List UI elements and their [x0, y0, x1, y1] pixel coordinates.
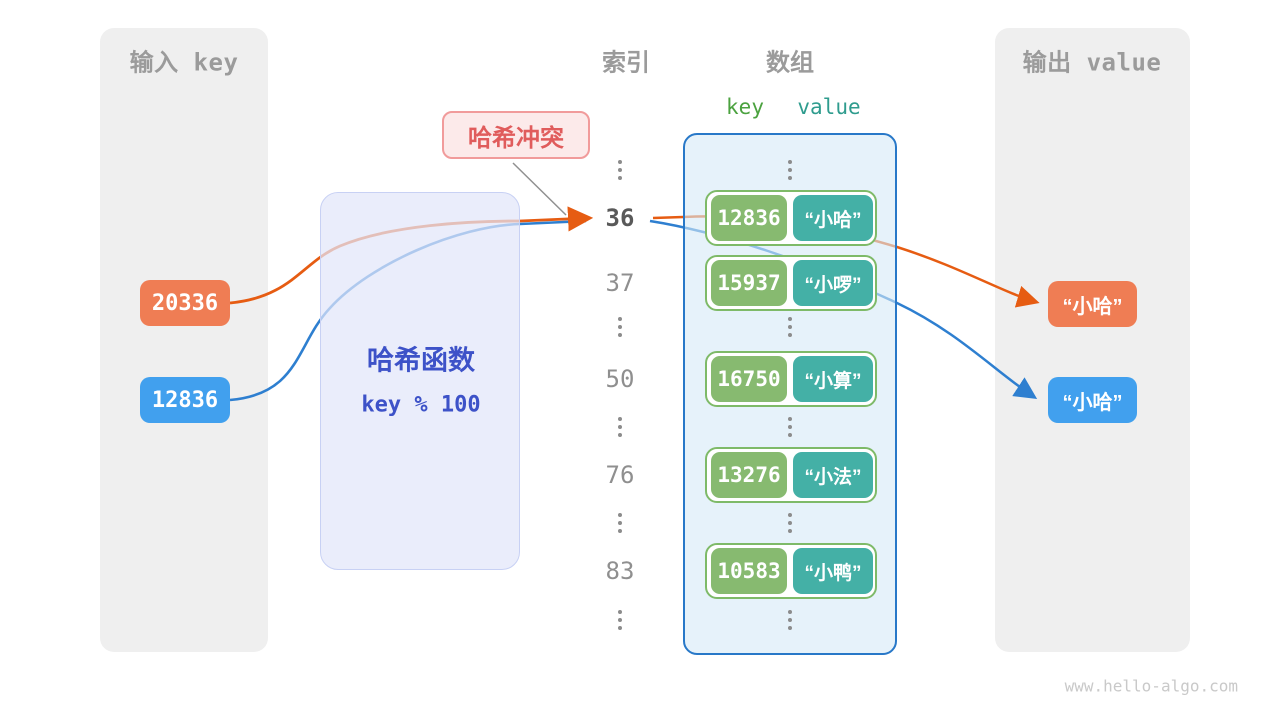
pair-value-box: “小鸭” [793, 548, 873, 594]
array-pair-10583: 10583“小鸭” [705, 543, 877, 599]
index-label-36: 36 [605, 204, 635, 232]
ellipsis-dots [618, 417, 622, 437]
dot [618, 529, 622, 533]
dot [788, 433, 792, 437]
ellipsis-dots [788, 317, 792, 337]
dot [788, 626, 792, 630]
ellipsis-dots [788, 610, 792, 630]
input-key-20336: 20336 [140, 280, 230, 326]
array-column-title: 数组 [766, 49, 814, 77]
dot [788, 160, 792, 164]
pair-key-box: 15937 [711, 260, 787, 306]
watermark: www.hello-algo.com [1064, 676, 1238, 696]
dot [788, 513, 792, 517]
dot [618, 160, 622, 164]
dot [788, 425, 792, 429]
collision-pointer-line [512, 162, 567, 216]
dot [618, 417, 622, 421]
ellipsis-dots [618, 610, 622, 630]
dot [788, 176, 792, 180]
dot [788, 529, 792, 533]
ellipsis-dots [788, 160, 792, 180]
dot [618, 425, 622, 429]
dot [618, 610, 622, 614]
key-header-label: key [726, 95, 764, 119]
index-label-50: 50 [605, 365, 635, 393]
dot [618, 333, 622, 337]
dot [788, 521, 792, 525]
value-header-label: value [797, 95, 861, 119]
hash-collision-callout: 哈希冲突 [442, 111, 590, 159]
pair-value-box: “小哈” [793, 195, 873, 241]
array-pair-15937: 15937“小啰” [705, 255, 877, 311]
index-label-76: 76 [605, 461, 635, 489]
array-pair-12836: 12836“小哈” [705, 190, 877, 246]
dot [788, 325, 792, 329]
input-panel-title: 输入 key [129, 48, 239, 77]
dot [618, 433, 622, 437]
dot [788, 168, 792, 172]
hash-function-title: 哈希函数 [367, 345, 475, 376]
input-panel [100, 28, 268, 652]
pair-key-box: 13276 [711, 452, 787, 498]
pair-key-box: 12836 [711, 195, 787, 241]
dot [618, 513, 622, 517]
array-pair-13276: 13276“小法” [705, 447, 877, 503]
ellipsis-dots [788, 417, 792, 437]
pair-value-box: “小法” [793, 452, 873, 498]
dot [788, 610, 792, 614]
pair-value-box: “小算” [793, 356, 873, 402]
dot [618, 626, 622, 630]
dot [618, 521, 622, 525]
pair-key-box: 16750 [711, 356, 787, 402]
index-column-title: 索引 [602, 49, 650, 77]
hash-function-formula: key % 100 [361, 392, 481, 418]
dot [788, 333, 792, 337]
ellipsis-dots [618, 513, 622, 533]
output-value-blue: “小哈” [1048, 377, 1137, 423]
array-pair-16750: 16750“小算” [705, 351, 877, 407]
hash-function-box: 哈希函数 key % 100 [320, 192, 520, 570]
dot [788, 317, 792, 321]
output-panel-title: 输出 value [1022, 48, 1162, 77]
dot [788, 618, 792, 622]
index-label-83: 83 [605, 557, 635, 585]
dot [618, 618, 622, 622]
dot [618, 168, 622, 172]
pair-key-box: 10583 [711, 548, 787, 594]
pair-value-box: “小啰” [793, 260, 873, 306]
input-key-12836: 12836 [140, 377, 230, 423]
index-label-37: 37 [605, 269, 635, 297]
dot [618, 176, 622, 180]
dot [618, 325, 622, 329]
ellipsis-dots [618, 160, 622, 180]
output-panel [995, 28, 1190, 652]
dot [618, 317, 622, 321]
ellipsis-dots [618, 317, 622, 337]
output-value-orange: “小哈” [1048, 281, 1137, 327]
ellipsis-dots [788, 513, 792, 533]
dot [788, 417, 792, 421]
